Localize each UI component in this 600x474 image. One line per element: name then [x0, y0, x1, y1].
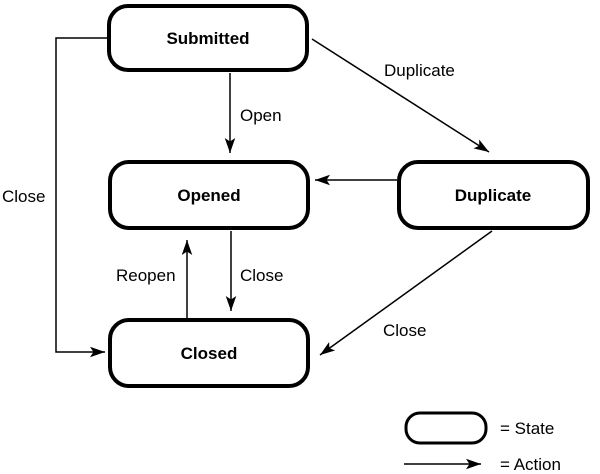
transition-label-reopen: Reopen — [116, 266, 176, 285]
state-submitted-label: Submitted — [166, 29, 249, 48]
state-closed-box — [108, 318, 310, 388]
state-opened-label: Opened — [177, 186, 240, 205]
transition-label-duplicate: Duplicate — [384, 61, 455, 80]
state-closed: Closed — [108, 318, 310, 388]
transition-label-open: Open — [240, 106, 282, 125]
transition-duplicate-closed: Close — [319, 230, 493, 356]
states-layer: Submitted Opened Duplicate Closed — [107, 4, 590, 388]
state-opened: Opened — [108, 160, 310, 230]
legend: = State = Action — [404, 411, 561, 474]
legend-state-label: = State — [500, 419, 554, 438]
transition-label-close-diagonal: Close — [383, 321, 426, 340]
arrow-submitted-duplicate — [311, 38, 490, 153]
transition-label-close-left: Close — [2, 187, 45, 206]
transition-submitted-duplicate: Duplicate — [311, 38, 490, 153]
transition-submitted-opened: Open — [224, 73, 282, 153]
transition-closed-opened: Reopen — [116, 240, 193, 318]
arrow-duplicate-closed — [319, 230, 493, 356]
transition-label-close-mid: Close — [240, 266, 283, 285]
state-duplicate-box — [397, 160, 590, 230]
state-duplicate-label: Duplicate — [455, 186, 532, 205]
legend-action-label: = Action — [500, 455, 561, 474]
state-submitted: Submitted — [107, 4, 309, 72]
transition-opened-closed: Close — [225, 231, 283, 311]
transition-submitted-closed: Close — [2, 37, 107, 358]
state-submitted-box — [107, 4, 309, 72]
legend-state-shape — [404, 411, 488, 445]
arrow-submitted-closed — [55, 37, 107, 358]
transitions-layer: Open Duplicate Close Reopen Close — [2, 37, 493, 358]
state-duplicate: Duplicate — [397, 160, 590, 230]
state-closed-label: Closed — [181, 344, 238, 363]
state-opened-box — [108, 160, 310, 230]
